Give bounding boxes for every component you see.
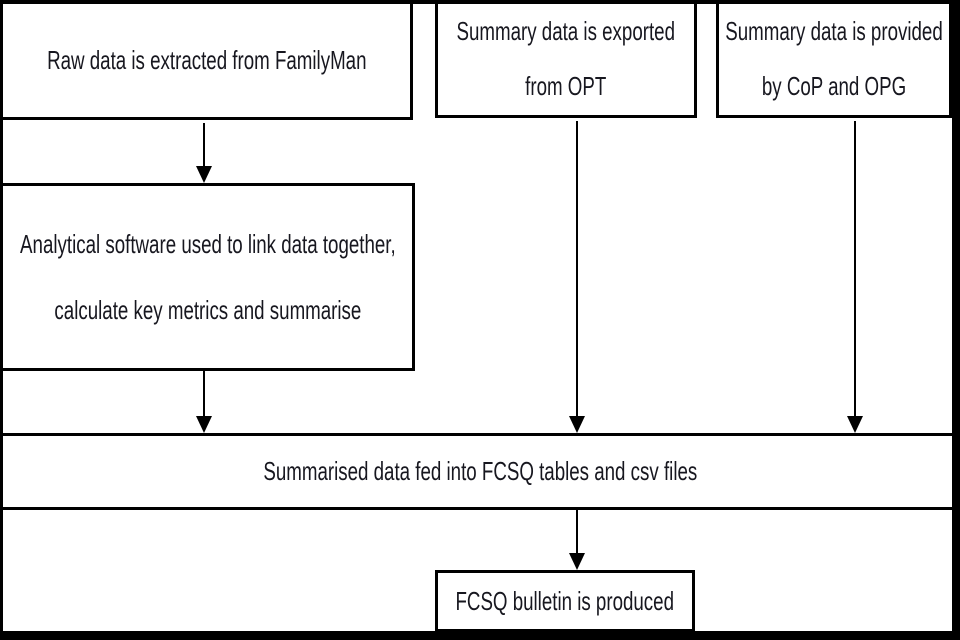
arrow-line [203, 123, 205, 167]
arrowhead-down-icon [569, 553, 585, 570]
frame-left-border [0, 0, 3, 640]
node-raw-data-label: Raw data is extracted from FamilyMan [46, 44, 367, 75]
frame-right-border [952, 0, 960, 640]
arrowhead-down-icon [196, 166, 212, 183]
frame-bottom-border [0, 631, 960, 640]
arrowhead-down-icon [569, 416, 585, 433]
arrowhead-down-icon [196, 416, 212, 433]
arrow-line [576, 510, 578, 554]
node-summary-opt: Summary data is exported from OPT [435, 0, 697, 118]
node-fcsq-tables-label: Summarised data fed into FCSQ tables and… [263, 456, 697, 486]
arrowhead-down-icon [847, 416, 863, 433]
node-summary-cop-opg-label: Summary data is provided by CoP and OPG [725, 16, 943, 101]
node-summary-opt-label: Summary data is exported from OPT [456, 16, 676, 101]
node-analytical-software: Analytical software used to link data to… [0, 183, 415, 371]
frame-top-border [0, 0, 960, 4]
arrow-line [576, 121, 578, 417]
node-summary-cop-opg: Summary data is provided by CoP and OPG [716, 0, 952, 118]
node-fcsq-tables: Summarised data fed into FCSQ tables and… [0, 433, 960, 510]
node-fcsq-bulletin-label: FCSQ bulletin is produced [455, 585, 675, 616]
node-fcsq-bulletin: FCSQ bulletin is produced [435, 570, 695, 632]
arrow-line [854, 121, 856, 417]
arrow-line [203, 371, 205, 417]
node-raw-data-familyman: Raw data is extracted from FamilyMan [0, 0, 413, 120]
node-analytical-software-label: Analytical software used to link data to… [19, 229, 396, 325]
